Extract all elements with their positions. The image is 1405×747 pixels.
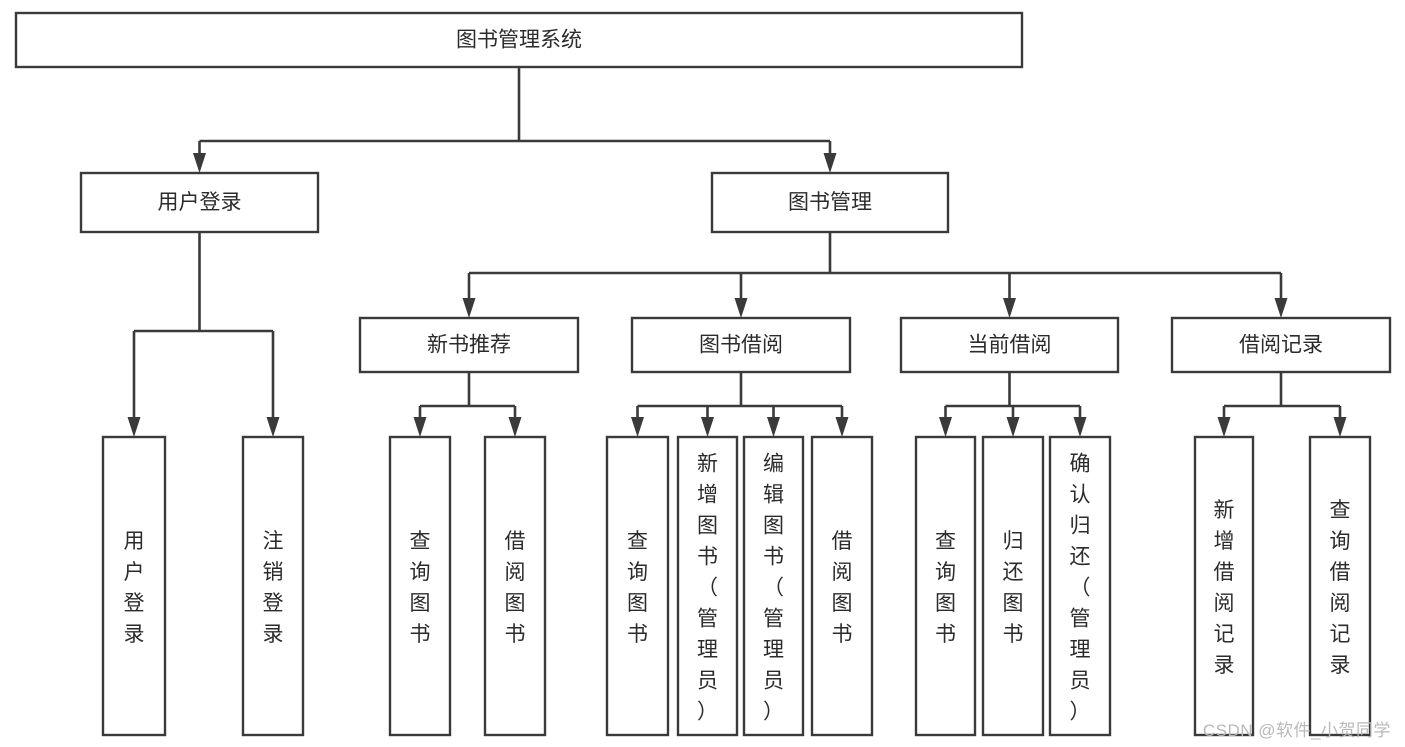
node-borrowing-records[interactable]: 借阅记录: [1170, 316, 1392, 374]
node-user-logout-leaf-rect: [241, 435, 305, 737]
node-query-books-1-label: 查询图书: [410, 530, 431, 646]
node-book-borrowing[interactable]: 图书借阅: [630, 316, 852, 374]
node-user-login[interactable]: 用户登录: [79, 171, 320, 234]
node-user-login-label: 用户登录: [158, 191, 242, 214]
arrow-head-icon: [1274, 298, 1288, 318]
node-borrowing-records-rect: [1170, 316, 1392, 374]
arrow-head-icon: [734, 298, 748, 318]
node-query-books-2[interactable]: 查询图书: [605, 435, 670, 737]
node-user-logout-leaf-label: 注销登录: [263, 530, 284, 646]
node-user-login-leaf[interactable]: 用户登录: [101, 435, 167, 737]
node-user-login-leaf-label: 用户登录: [124, 530, 145, 646]
arrow-head-icon: [631, 417, 644, 437]
node-book-management-rect: [710, 171, 950, 234]
arrow-head-icon: [413, 417, 427, 437]
node-return-books[interactable]: 归还图书: [981, 435, 1045, 737]
node-query-books-3-label: 查询图书: [935, 530, 956, 646]
arrow-head-icon: [508, 417, 522, 437]
node-borrow-books-1-rect: [483, 435, 547, 737]
node-confirm-return-admin[interactable]: 确认归还（管理员）: [1048, 435, 1112, 737]
node-book-borrowing-label: 图书借阅: [699, 334, 783, 357]
node-new-book-recommend[interactable]: 新书推荐: [358, 316, 580, 374]
node-edit-book-admin-label: 编辑图书（管理员）: [763, 453, 784, 724]
arrow-head-icon: [462, 298, 476, 318]
node-book-borrowing-rect: [630, 316, 852, 374]
node-query-borrow-record-rect: [1308, 435, 1372, 737]
node-root-label: 图书管理系统: [456, 29, 582, 52]
node-user-login-leaf-rect: [101, 435, 167, 737]
node-add-borrow-record-label: 新增借阅记录: [1214, 499, 1235, 677]
node-query-books-1-rect: [388, 435, 452, 737]
arrow-head-icon: [1006, 417, 1020, 437]
node-query-borrow-record-label: 查询借阅记录: [1330, 499, 1351, 677]
node-add-book-admin-rect: [676, 435, 739, 737]
node-root[interactable]: 图书管理系统: [14, 11, 1024, 69]
node-current-borrowing-rect: [899, 316, 1120, 374]
node-user-logout-leaf[interactable]: 注销登录: [241, 435, 305, 737]
node-query-books-2-label: 查询图书: [627, 530, 648, 646]
arrow-head-icon: [193, 153, 206, 173]
node-book-management[interactable]: 图书管理: [710, 171, 950, 234]
node-confirm-return-admin-rect: [1048, 435, 1112, 737]
arrow-head-icon: [701, 417, 714, 437]
arrow-head-icon: [1333, 417, 1347, 437]
node-root-rect: [14, 11, 1024, 69]
node-new-book-recommend-rect: [358, 316, 580, 374]
node-add-book-admin[interactable]: 新增图书（管理员）: [676, 435, 739, 737]
node-add-borrow-record-rect: [1193, 435, 1255, 737]
node-query-books-3-rect: [914, 435, 977, 737]
arrow-head-icon: [1217, 417, 1231, 437]
arrow-head-icon: [127, 417, 141, 437]
node-borrowing-records-label: 借阅记录: [1239, 334, 1323, 357]
arrow-head-icon: [939, 417, 952, 437]
arrow-head-icon: [1003, 298, 1016, 318]
node-borrow-books-1-label: 借阅图书: [505, 530, 526, 646]
node-borrow-books-1[interactable]: 借阅图书: [483, 435, 547, 737]
node-add-book-admin-label: 新增图书（管理员）: [697, 453, 718, 724]
node-borrow-books-2-rect: [810, 435, 874, 737]
node-query-books-2-rect: [605, 435, 670, 737]
node-edit-book-admin[interactable]: 编辑图书（管理员）: [742, 435, 805, 737]
node-new-book-recommend-label: 新书推荐: [427, 334, 511, 357]
node-query-borrow-record[interactable]: 查询借阅记录: [1308, 435, 1372, 737]
node-return-books-rect: [981, 435, 1045, 737]
node-return-books-label: 归还图书: [1003, 530, 1024, 646]
arrow-head-icon: [823, 153, 837, 173]
node-query-books-3[interactable]: 查询图书: [914, 435, 977, 737]
node-borrow-books-2-label: 借阅图书: [832, 530, 853, 646]
node-borrow-books-2[interactable]: 借阅图书: [810, 435, 874, 737]
arrow-head-icon: [835, 417, 849, 437]
node-book-management-label: 图书管理: [788, 191, 872, 214]
node-add-borrow-record[interactable]: 新增借阅记录: [1193, 435, 1255, 737]
node-edit-book-admin-rect: [742, 435, 805, 737]
node-current-borrowing-label: 当前借阅: [968, 334, 1052, 357]
node-query-books-1[interactable]: 查询图书: [388, 435, 452, 737]
arrow-head-icon: [1073, 417, 1087, 437]
node-confirm-return-admin-label: 确认归还（管理员）: [1070, 453, 1091, 724]
node-user-login-rect: [79, 171, 320, 234]
arrow-head-icon: [266, 417, 280, 437]
node-current-borrowing[interactable]: 当前借阅: [899, 316, 1120, 374]
arrow-head-icon: [767, 417, 780, 437]
